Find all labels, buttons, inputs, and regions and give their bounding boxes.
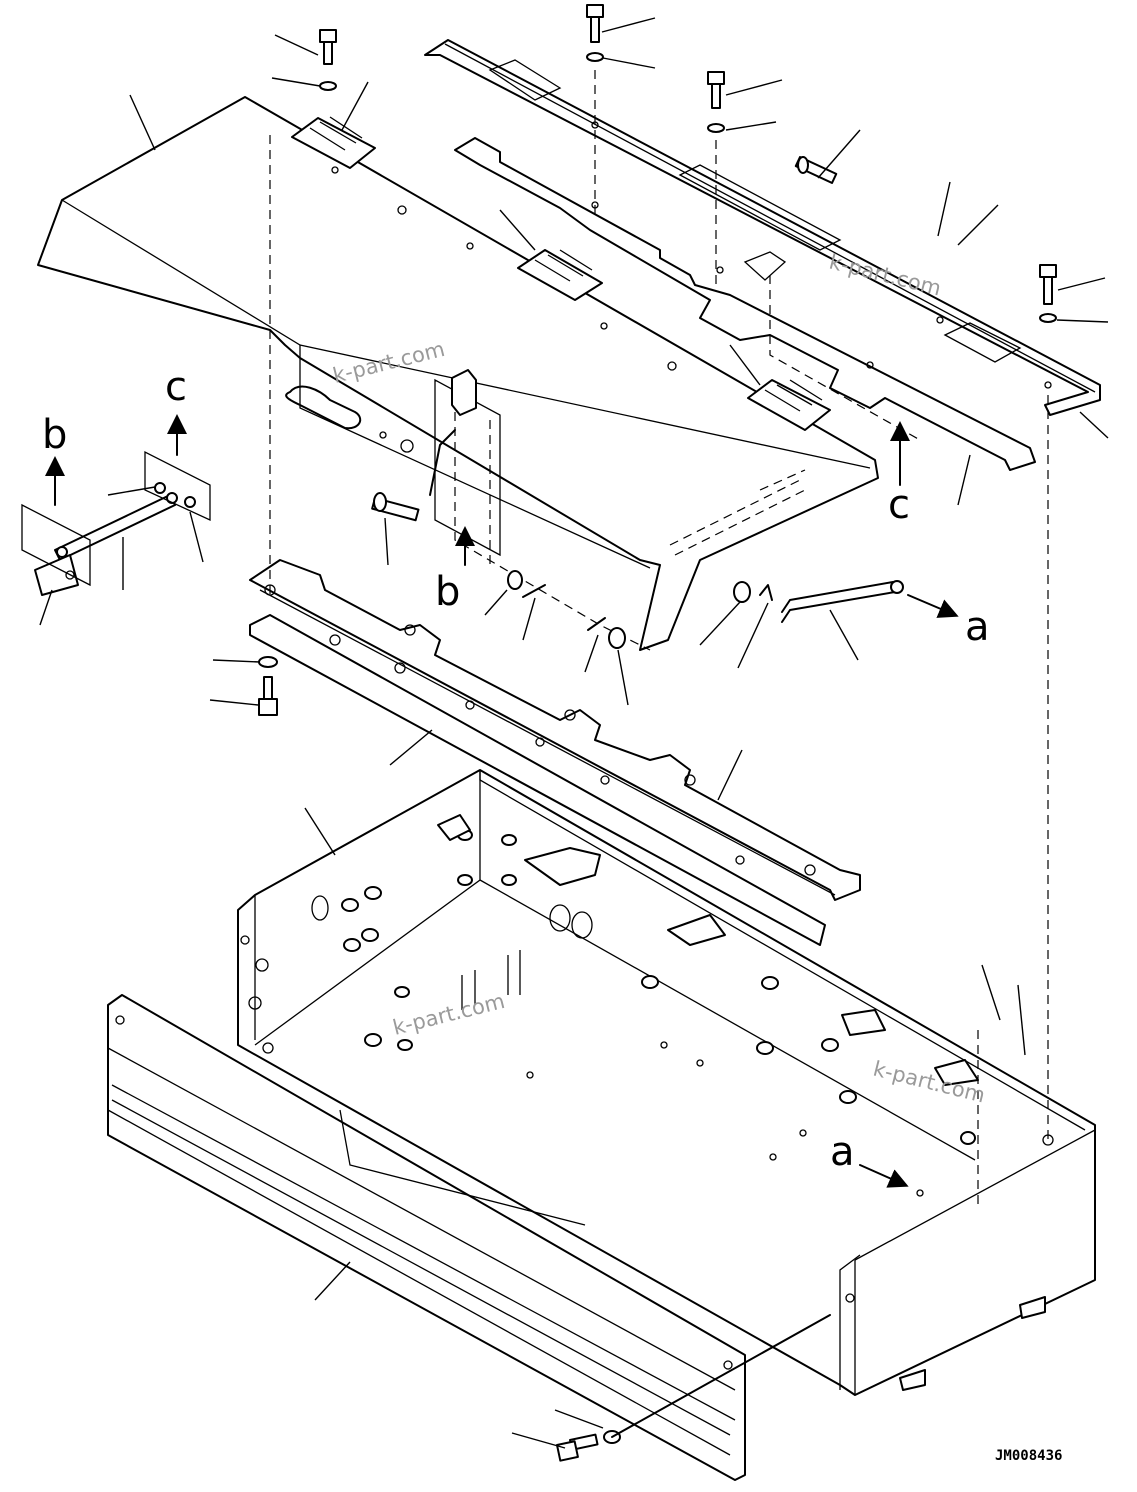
split-pin-2: [587, 617, 606, 631]
bolt-left-middle: [258, 656, 278, 716]
split-pin-3: [759, 584, 773, 601]
leader-lines: [39, 17, 1109, 1449]
watermark-2: k-part.com: [827, 250, 944, 301]
middle-plate-lower: [249, 614, 826, 946]
washer-c: [608, 627, 626, 649]
front-panel: [107, 994, 746, 1481]
view-label-c-right: c: [888, 482, 910, 528]
rear-rail-upper: [424, 39, 1101, 416]
base-box: [237, 769, 1096, 1396]
bolt-bottom: [556, 1430, 621, 1462]
view-label-b-center: b: [435, 569, 460, 615]
bolt-top-1: [319, 29, 337, 91]
gas-spring: [34, 482, 196, 596]
view-label-b-left: b: [42, 412, 67, 458]
view-label-a-bottom: a: [830, 1129, 855, 1175]
view-arrows: [45, 414, 959, 1188]
drawing-code: JM008436: [995, 1448, 1062, 1464]
washer-b: [507, 570, 523, 590]
hinge-center: [517, 249, 603, 301]
pin-top: [794, 156, 838, 184]
middle-plate-upper: [249, 559, 861, 901]
hinge-left: [291, 116, 376, 174]
support-rod: [781, 580, 904, 623]
view-label-a-top: a: [965, 604, 990, 650]
view-label-c-left: c: [165, 364, 187, 410]
latch-bracket: [371, 369, 477, 522]
bolt-top-2: [586, 4, 604, 62]
bolt-top-4: [1039, 264, 1057, 323]
washer-d: [733, 581, 751, 603]
bolt-top-3: [707, 71, 725, 133]
hinge-right: [747, 379, 831, 431]
split-pin-1: [522, 584, 546, 598]
